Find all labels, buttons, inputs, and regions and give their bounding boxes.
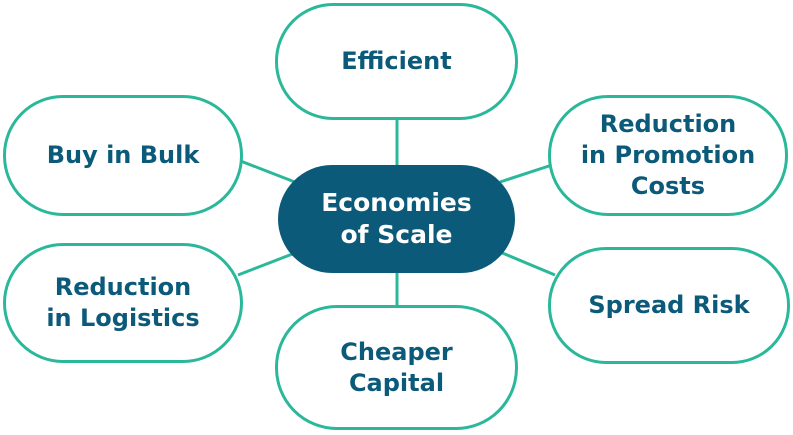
- connector-buy-in-bulk: [237, 158, 301, 186]
- node-label: Efficient: [341, 47, 452, 75]
- node-reduction-logistics: Reduction in Logistics: [3, 243, 243, 363]
- connector-spread-risk: [499, 250, 556, 277]
- node-label: Reduction in Promotion Costs: [580, 110, 756, 200]
- node-cheaper-capital: Cheaper Capital: [275, 305, 518, 430]
- node-label: Spread Risk: [588, 291, 750, 319]
- node-reduction-promotion: Reduction in Promotion Costs: [548, 95, 788, 216]
- node-spread-risk: Spread Risk: [548, 247, 790, 364]
- center-node-economies-of-scale: Economies of Scale: [278, 165, 515, 273]
- node-buy-in-bulk: Buy in Bulk: [3, 95, 243, 216]
- node-efficient: Efficient: [275, 3, 518, 120]
- connector-reduction-promotion: [499, 163, 553, 184]
- node-label: Cheaper Capital: [340, 337, 453, 397]
- center-label: Economies of Scale: [321, 188, 472, 249]
- node-label: Buy in Bulk: [46, 141, 200, 169]
- node-label: Reduction in Logistics: [46, 273, 200, 332]
- connector-reduction-logistics: [237, 251, 296, 277]
